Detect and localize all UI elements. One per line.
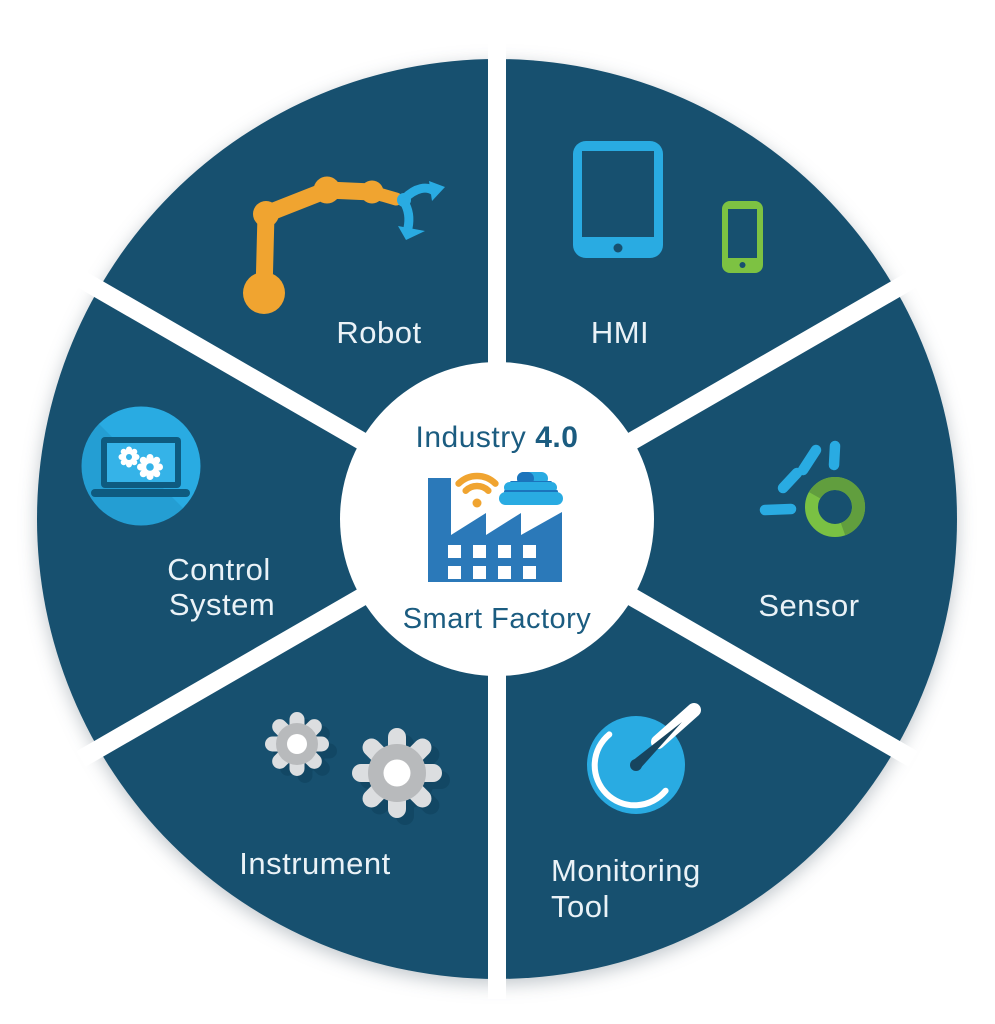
- phone-screen: [728, 209, 757, 258]
- wifi-dot: [472, 498, 482, 508]
- segment-label-sensor: Sensor: [758, 588, 859, 623]
- gauge-highlight-arc: [591, 731, 669, 809]
- gear-large: [352, 728, 442, 818]
- robot-base-ball: [243, 272, 285, 314]
- center-subtitle: Smart Factory: [403, 603, 592, 635]
- robot-wrist-joint: [360, 180, 384, 204]
- cloud-icon: [499, 472, 563, 505]
- cloud-bottom: [499, 492, 563, 505]
- robot-shoulder-joint: [313, 176, 341, 204]
- segment-label-robot: Robot: [336, 315, 421, 350]
- sensor-ring-dark-arc: [809, 476, 866, 536]
- robot-arm-icon: [243, 176, 445, 314]
- laptop-gears-icon: [81, 406, 201, 526]
- center-hub: [340, 362, 654, 676]
- tablet-home-button: [613, 243, 623, 253]
- segment-label-control: Control: [167, 552, 270, 587]
- gears-icon: [265, 712, 450, 825]
- laptop-base: [91, 489, 190, 497]
- tablet-screen: [582, 151, 654, 237]
- robot-gripper-upper-tip: [429, 181, 445, 201]
- segment-label-monitoring-line2: Tool: [551, 889, 610, 924]
- sensor-rays: [759, 440, 841, 516]
- sensor-ring-icon: [759, 440, 866, 537]
- gear-small: [265, 712, 329, 776]
- segment-dividers: [76, 39, 918, 999]
- gauge-needle: [632, 722, 682, 769]
- gauge-needle-hub: [630, 759, 642, 771]
- wifi-arc-outer: [455, 472, 499, 487]
- segment-label-hmi: HMI: [591, 315, 649, 350]
- laptop-gear-large: [137, 454, 163, 480]
- wifi-icon: [455, 472, 499, 508]
- laptop-gear-small: [118, 446, 140, 468]
- robot-gripper: [397, 181, 445, 240]
- factory-windows: [448, 545, 536, 579]
- robot-elbow-joint: [253, 201, 279, 227]
- robot-gripper-lower-tip: [398, 226, 425, 240]
- gauge-icon: [587, 703, 701, 814]
- smartphone-icon: [722, 201, 763, 273]
- phone-home-button: [739, 262, 746, 268]
- wifi-arc-inner: [462, 482, 492, 494]
- segment-label-monitoring: Monitoring: [551, 853, 701, 888]
- segment-label-control-line2: System: [169, 587, 275, 622]
- factory-icon: [428, 478, 562, 582]
- segment-label-instrument: Instrument: [239, 846, 390, 881]
- robot-arm: [255, 181, 381, 301]
- tablet-icon: [573, 141, 663, 258]
